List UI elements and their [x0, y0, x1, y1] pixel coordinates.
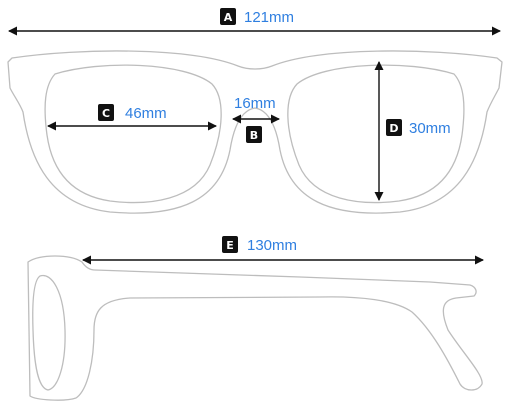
- dimension-c: C 46mm: [47, 104, 217, 131]
- side-view: [27, 255, 483, 401]
- dimension-e-value: 130mm: [247, 237, 297, 254]
- dimension-d-badge-bg: [386, 119, 402, 136]
- dimension-b-value: 16mm: [234, 95, 276, 112]
- dimension-c-value: 46mm: [125, 105, 167, 122]
- front-view: [7, 50, 503, 214]
- dimension-a: A 121mm: [8, 8, 501, 36]
- right-lens-outline: [287, 64, 465, 204]
- dimension-e-badge: E: [226, 239, 234, 252]
- temple-outline: [27, 255, 483, 401]
- dimension-e-badge-bg: [222, 236, 238, 253]
- dimension-c-badge: C: [102, 107, 110, 120]
- dimension-c-badge-bg: [98, 104, 114, 121]
- dimension-a-badge: A: [224, 11, 233, 24]
- dimension-b-badge-bg: [246, 126, 262, 143]
- dimension-e: E 130mm: [82, 236, 484, 265]
- dimension-d-badge: D: [389, 122, 398, 135]
- dimension-a-badge-bg: [220, 8, 236, 25]
- dimension-d: D 30mm: [374, 61, 451, 201]
- dimension-b-badge: B: [250, 129, 258, 142]
- front-frame-outline: [7, 50, 503, 214]
- dimension-a-value: 121mm: [244, 9, 294, 26]
- dimension-b: 16mm B: [232, 95, 280, 143]
- dimension-d-value: 30mm: [409, 120, 451, 137]
- hinge-outline: [32, 274, 66, 391]
- left-lens-outline: [44, 64, 222, 204]
